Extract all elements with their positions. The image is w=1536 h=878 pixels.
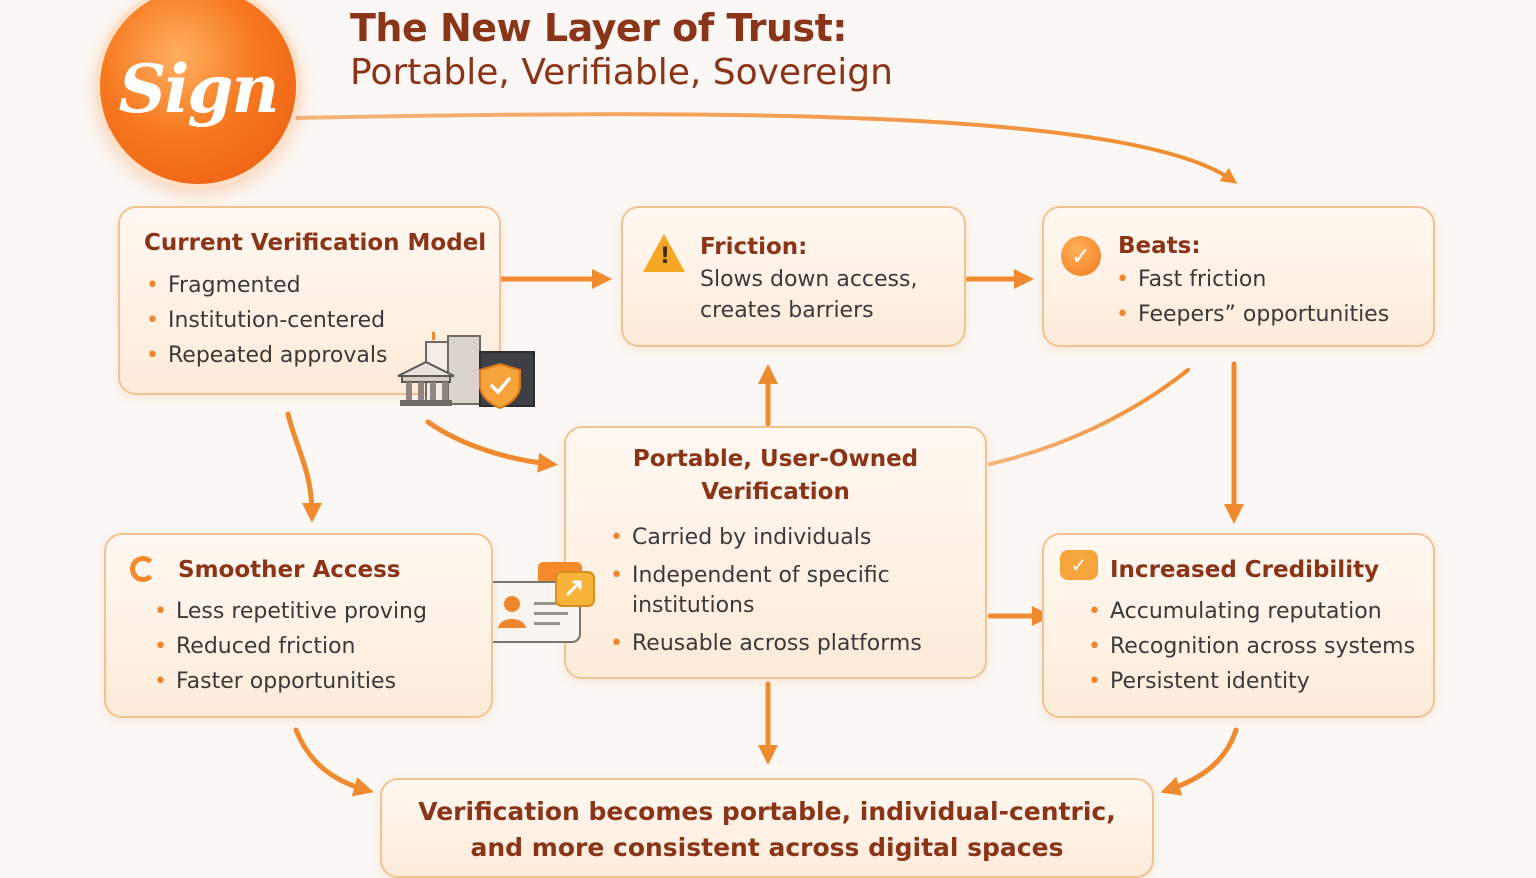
list-item: Reusable across platforms bbox=[608, 629, 938, 659]
beats-list: Fast friction Feepers” opportunities bbox=[1114, 262, 1389, 332]
result-box: Verification becomes portable, individua… bbox=[380, 778, 1154, 878]
page-subtitle: Portable, Verifiable, Sovereign bbox=[350, 52, 893, 93]
portable-title-1: Portable, User-Owned bbox=[632, 446, 919, 472]
badge-check-icon: ✓ bbox=[1060, 550, 1098, 580]
list-item: Repeated approvals bbox=[144, 338, 387, 373]
list-item: Reduced friction bbox=[152, 629, 427, 664]
smoother-list: Less repetitive proving Reduced friction… bbox=[152, 594, 427, 699]
page-title: The New Layer of Trust: bbox=[350, 6, 847, 50]
arrow-model-to-smoother bbox=[285, 411, 322, 523]
friction-text-2: creates barriers bbox=[700, 298, 874, 323]
list-item: Persistent identity bbox=[1086, 664, 1415, 699]
list-item: Feepers” opportunities bbox=[1114, 297, 1389, 332]
credibility-list: Accumulating reputation Recognition acro… bbox=[1086, 594, 1415, 699]
list-item: Fast friction bbox=[1114, 262, 1389, 297]
portable-list: Carried by individuals Independent of sp… bbox=[608, 523, 938, 667]
arrow-smoother-to-result bbox=[293, 727, 374, 797]
list-item: Faster opportunities bbox=[152, 664, 427, 699]
beats-box: Beats: Fast friction Feepers” opportunit… bbox=[1042, 206, 1435, 347]
current-model-title: Current Verification Model bbox=[144, 230, 487, 256]
bank-building-icon bbox=[397, 332, 535, 410]
list-item: Recognition across systems bbox=[1086, 629, 1415, 664]
list-item: Institution-centered bbox=[144, 303, 387, 338]
sign-logo: Sign bbox=[100, 0, 296, 184]
arrow-credibility-to-result bbox=[1160, 727, 1239, 796]
smoother-access-box: Smoother Access Less repetitive proving … bbox=[104, 533, 493, 718]
friction-text-1: Slows down access, bbox=[700, 267, 918, 292]
result-text-2: and more consistent across digital space… bbox=[470, 833, 1064, 862]
arrow-beats-to-portable bbox=[988, 368, 1190, 466]
warning-icon: ! bbox=[643, 234, 685, 272]
list-item: Carried by individuals bbox=[608, 523, 938, 553]
friction-box: Friction: Slows down access, creates bar… bbox=[621, 206, 966, 347]
arrow-model-to-portable bbox=[425, 419, 558, 473]
list-item: Accumulating reputation bbox=[1086, 594, 1415, 629]
result-text-1: Verification becomes portable, individua… bbox=[418, 797, 1116, 826]
list-item: Independent of specific institutions bbox=[608, 561, 938, 621]
portable-verification-box: Portable, User-Owned Verification Carrie… bbox=[564, 426, 987, 679]
id-card-icon bbox=[483, 562, 595, 643]
credibility-title: Increased Credibility bbox=[1110, 557, 1380, 583]
list-item: Less repetitive proving bbox=[152, 594, 427, 629]
current-model-box: Current Verification Model Fragmented In… bbox=[118, 206, 501, 395]
smoother-title: Smoother Access bbox=[178, 557, 401, 583]
increased-credibility-box: Increased Credibility Accumulating reput… bbox=[1042, 533, 1435, 718]
list-item: Fragmented bbox=[144, 268, 387, 303]
loop-icon bbox=[130, 556, 156, 582]
beats-title: Beats: bbox=[1118, 233, 1201, 259]
arrow-logo-to-beats bbox=[294, 112, 1238, 184]
friction-title: Friction: bbox=[700, 234, 808, 260]
current-model-list: Fragmented Institution-centered Repeated… bbox=[144, 268, 387, 373]
check-circle-icon: ✓ bbox=[1061, 236, 1101, 276]
portable-title-2: Verification bbox=[701, 479, 850, 505]
shield-check-icon bbox=[479, 362, 521, 410]
